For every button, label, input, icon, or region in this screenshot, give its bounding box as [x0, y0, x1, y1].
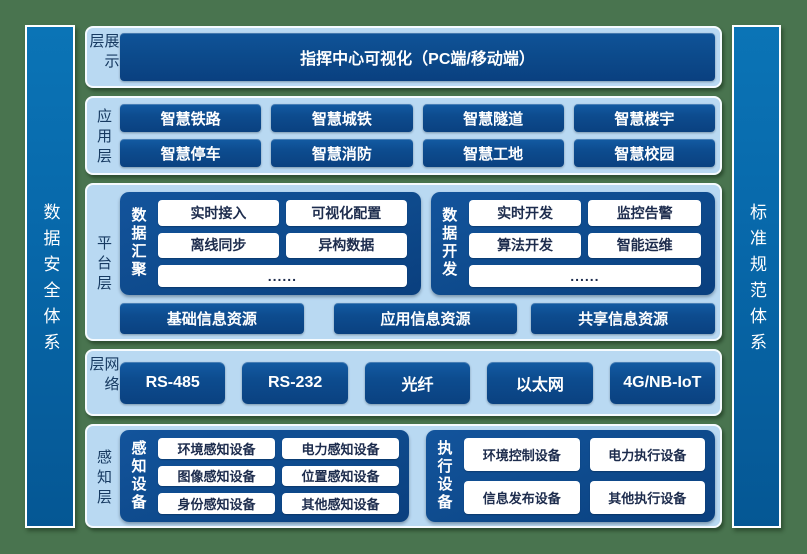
chip-monitor-alert: 监控告警 [588, 200, 701, 226]
group-sensing-devices-grid: 环境感知设备 电力感知设备 图像感知设备 位置感知设备 身份感知设备 其他感知设… [158, 438, 399, 514]
group-data-aggregation-label-text: 数据汇聚 [129, 207, 147, 280]
perception-layer-content: 感知设备 环境感知设备 电力感知设备 图像感知设备 位置感知设备 身份感知设备 … [120, 426, 720, 526]
application-layer-content: 智慧铁路 智慧城铁 智慧隧道 智慧楼宇 智慧停车 智慧消防 智慧工地 智慧校园 [120, 98, 720, 173]
group-execution-devices-label: 执行设备 [432, 438, 456, 514]
chip-ethernet: 以太网 [487, 361, 593, 404]
platform-layer-content: 数据汇聚 实时接入 可视化配置 离线同步 异构数据 ...... 数据开发 [120, 185, 720, 339]
layer-label-application-text: 应用层 [95, 108, 112, 168]
group-data-aggregation-grid: 实时接入 可视化配置 离线同步 异构数据 ...... [158, 200, 407, 287]
pillar-standard-spec: 标准规范体系 [732, 25, 781, 528]
chip-other-sensing: 其他感知设备 [282, 493, 399, 514]
app-chip-smart-metro: 智慧城铁 [271, 104, 413, 132]
group-data-development-label-text: 数据开发 [440, 207, 458, 280]
pillar-data-security-label: 数据安全体系 [40, 203, 60, 359]
pillar-data-security: 数据安全体系 [25, 25, 75, 528]
chip-other-exec: 其他执行设备 [589, 481, 705, 514]
app-chip-smart-railway: 智慧铁路 [120, 104, 262, 132]
display-layer-content: 指挥中心可视化（PC端/移动端） [120, 28, 720, 86]
app-chip-smart-site: 智慧工地 [422, 139, 564, 167]
group-data-development-grid: 实时开发 监控告警 算法开发 智能运维 ...... [468, 200, 701, 287]
group-sensing-devices-label: 感知设备 [126, 438, 150, 514]
layer-label-network-text: 网络层 [87, 356, 120, 396]
chip-location-sensing: 位置感知设备 [282, 465, 399, 487]
layer-panel-application: 应用层 智慧铁路 智慧城铁 智慧隧道 智慧楼宇 智慧停车 智慧消防 智慧工地 智… [85, 96, 722, 175]
layer-label-application: 应用层 [87, 98, 120, 173]
group-execution-devices: 执行设备 环境控制设备 电力执行设备 信息发布设备 其他执行设备 [426, 430, 715, 522]
chip-realtime-access: 实时接入 [158, 200, 279, 226]
layer-label-network: 网络层 [87, 351, 120, 414]
chip-rs485: RS-485 [120, 361, 226, 404]
chip-basic-info-resource: 基础信息资源 [120, 302, 304, 334]
group-data-development: 数据开发 实时开发 监控告警 算法开发 智能运维 ...... [430, 192, 715, 295]
layer-label-perception: 感知层 [87, 426, 120, 526]
chip-env-control: 环境控制设备 [464, 438, 580, 471]
app-chip-smart-fire: 智慧消防 [271, 139, 413, 167]
chip-development-more: ...... [468, 265, 701, 287]
chip-image-sensing: 图像感知设备 [158, 465, 275, 487]
chip-rs232: RS-232 [242, 361, 348, 404]
app-chip-smart-parking: 智慧停车 [120, 139, 262, 167]
group-data-aggregation: 数据汇聚 实时接入 可视化配置 离线同步 异构数据 ...... [120, 192, 421, 295]
command-center-visualization-chip: 指挥中心可视化（PC端/移动端） [120, 33, 715, 81]
layer-label-display-text: 展示层 [87, 33, 120, 73]
layer-label-platform: 平台层 [87, 185, 120, 339]
chip-env-sensing: 环境感知设备 [158, 438, 275, 459]
chip-info-publish: 信息发布设备 [464, 481, 580, 514]
chip-algorithm-dev: 算法开发 [468, 232, 582, 259]
chip-heterogeneous-data: 异构数据 [285, 232, 407, 259]
layer-panel-perception: 感知层 感知设备 环境感知设备 电力感知设备 图像感知设备 位置感知设备 身份感… [85, 424, 722, 528]
chip-aggregation-more: ...... [158, 265, 407, 287]
layer-panel-network: 网络层 RS-485 RS-232 光纤 以太网 4G/NB-IoT [85, 349, 722, 416]
group-data-development-label: 数据开发 [437, 200, 461, 287]
chip-shared-info-resource: 共享信息资源 [531, 302, 716, 334]
chip-identity-sensing: 身份感知设备 [158, 493, 275, 514]
app-chip-smart-campus: 智慧校园 [573, 139, 715, 167]
app-chip-smart-tunnel: 智慧隧道 [422, 104, 564, 132]
layer-stack: 展示层 指挥中心可视化（PC端/移动端） 应用层 智慧铁路 智慧城铁 智慧隧道 … [85, 26, 722, 528]
chip-fiber: 光纤 [364, 361, 471, 404]
layer-panel-platform: 平台层 数据汇聚 实时接入 可视化配置 离线同步 异构数据 ...... [85, 183, 722, 341]
network-layer-content: RS-485 RS-232 光纤 以太网 4G/NB-IoT [120, 351, 720, 414]
layer-label-display: 展示层 [87, 28, 120, 86]
pillar-standard-spec-label: 标准规范体系 [747, 203, 766, 359]
group-execution-devices-label-text: 执行设备 [435, 440, 453, 512]
chip-intelligent-ops: 智能运维 [588, 232, 701, 259]
layer-panel-display: 展示层 指挥中心可视化（PC端/移动端） [85, 26, 722, 88]
group-sensing-devices: 感知设备 环境感知设备 电力感知设备 图像感知设备 位置感知设备 身份感知设备 … [120, 430, 409, 522]
chip-offline-sync: 离线同步 [158, 232, 279, 259]
group-execution-devices-grid: 环境控制设备 电力执行设备 信息发布设备 其他执行设备 [464, 438, 705, 514]
chip-4g-nbiot: 4G/NB-IoT [609, 361, 716, 404]
platform-resources: 基础信息资源 应用信息资源 共享信息资源 [120, 302, 716, 334]
chip-power-sensing: 电力感知设备 [282, 438, 399, 459]
app-chip-smart-building: 智慧楼宇 [573, 104, 715, 132]
layer-label-platform-text: 平台层 [95, 234, 112, 295]
chip-realtime-dev: 实时开发 [468, 200, 582, 226]
platform-groups: 数据汇聚 实时接入 可视化配置 离线同步 异构数据 ...... 数据开发 [120, 192, 715, 295]
chip-app-info-resource: 应用信息资源 [333, 302, 518, 334]
chip-visual-config: 可视化配置 [285, 200, 407, 226]
group-data-aggregation-label: 数据汇聚 [126, 200, 150, 287]
layer-label-perception-text: 感知层 [95, 448, 112, 509]
chip-power-exec: 电力执行设备 [589, 438, 705, 471]
group-sensing-devices-label-text: 感知设备 [129, 440, 147, 512]
